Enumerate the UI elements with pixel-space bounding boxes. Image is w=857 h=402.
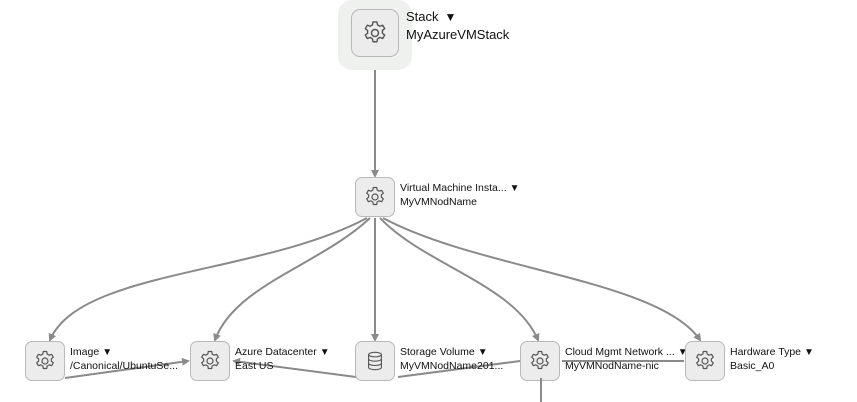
node-name-label: MyVMNodName	[400, 196, 478, 208]
gear-icon[interactable]	[25, 341, 65, 381]
node-type-label: Stack	[406, 9, 439, 24]
node-label: Azure Datacenter▼ East US	[235, 346, 330, 373]
gear-icon[interactable]	[520, 341, 560, 381]
node-name-label: MyVMNodName-nic	[565, 360, 659, 372]
chevron-down-icon[interactable]: ▼	[509, 183, 520, 194]
node-name-label: MyVMNodName201...	[400, 360, 504, 372]
node-label: Image▼ /Canonical/UbuntuSe...	[70, 346, 178, 373]
chevron-down-icon[interactable]: ▼	[102, 347, 113, 358]
edge-storage-to-datacenter	[232, 357, 357, 378]
chevron-down-icon[interactable]: ▼	[804, 347, 814, 358]
edge-vm-to-hardware	[382, 217, 702, 342]
node-type-label: Image	[70, 346, 100, 358]
node-name-label: East US	[235, 360, 274, 372]
node-label: Hardware Type▼ Basic_A0	[730, 346, 814, 373]
chevron-down-icon[interactable]: ▼	[319, 347, 330, 358]
node-label: Stack ▼ MyAzureVMStack	[406, 9, 509, 42]
node-label: Storage Volume▼ MyVMNodName201...	[400, 346, 503, 373]
node-type-label: Hardware Type	[730, 346, 802, 358]
edge-image-to-datacenter	[64, 357, 190, 379]
node-name-label: /Canonical/UbuntuSe...	[70, 360, 178, 372]
node-label: Virtual Machine Insta...▼ MyVMNodName	[400, 182, 520, 209]
chevron-down-icon[interactable]: ▼	[477, 347, 488, 358]
gear-icon[interactable]	[685, 341, 725, 381]
node-type-label: Storage Volume	[400, 346, 475, 358]
edge-vm-to-image	[48, 217, 368, 342]
edge-network-to-storage	[397, 360, 521, 378]
gear-icon[interactable]	[355, 177, 395, 217]
chevron-down-icon[interactable]: ▼	[444, 10, 457, 24]
node-label: Cloud Mgmt Network ...▼ MyVMNodName-nic	[565, 346, 688, 373]
chevron-down-icon[interactable]: ▼	[677, 347, 688, 358]
edge-network-downward	[540, 378, 542, 402]
gear-icon[interactable]	[190, 341, 230, 381]
gear-icon[interactable]	[351, 9, 399, 57]
edge-vm-to-datacenter	[213, 217, 371, 342]
edge-vm-to-network	[379, 217, 540, 342]
node-type-label: Azure Datacenter	[235, 346, 317, 358]
node-type-label: Cloud Mgmt Network ...	[565, 346, 675, 358]
node-name-label: Basic_A0	[730, 360, 775, 372]
node-type-label: Virtual Machine Insta...	[400, 182, 507, 194]
database-icon[interactable]	[355, 341, 395, 381]
node-name-label: MyAzureVMStack	[406, 26, 510, 42]
